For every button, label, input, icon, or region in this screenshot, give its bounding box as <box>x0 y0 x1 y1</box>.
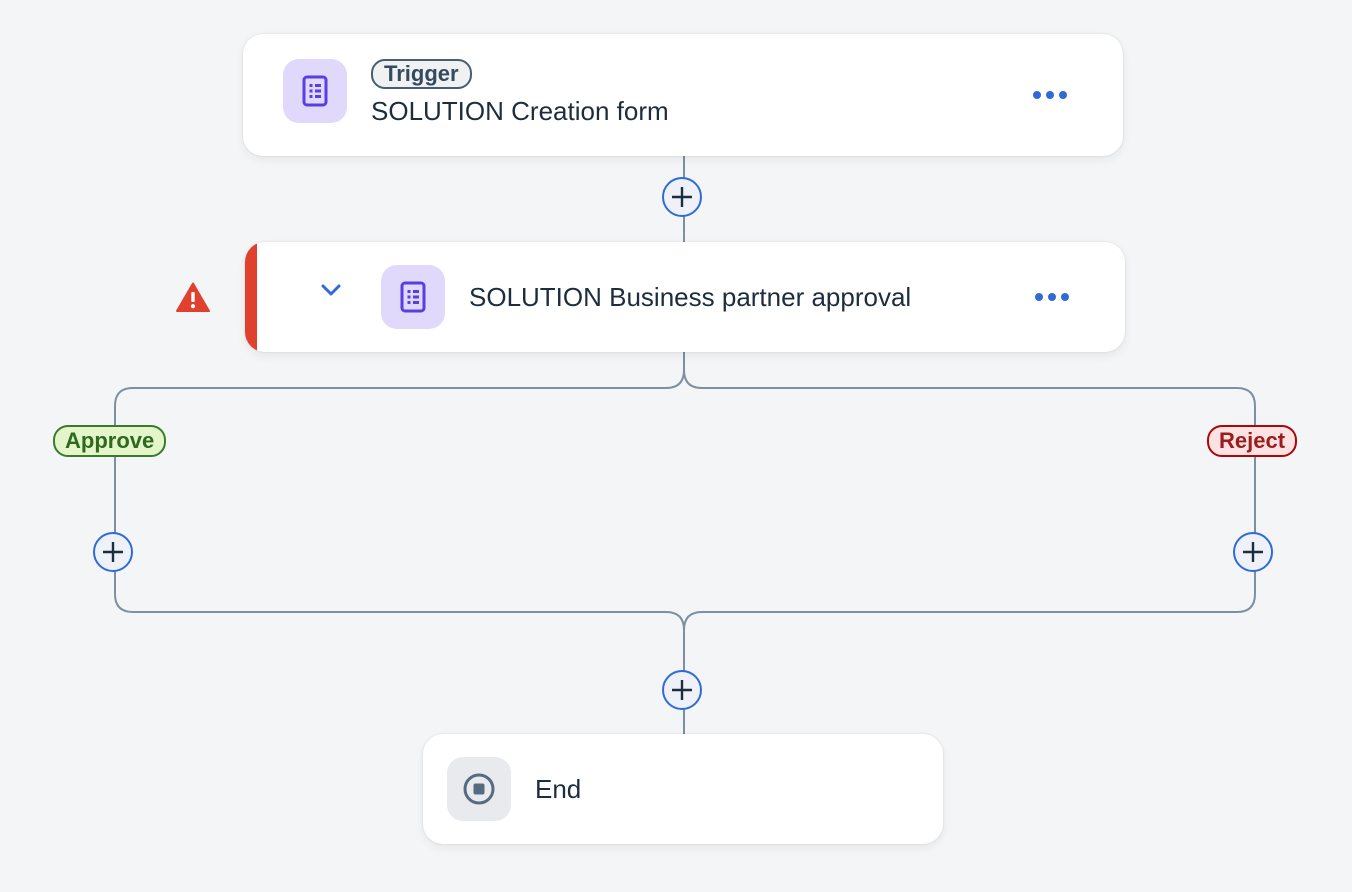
add-step-reject-button[interactable] <box>1233 532 1273 572</box>
more-options-icon[interactable] <box>1028 80 1072 110</box>
plus-icon <box>672 680 692 700</box>
chevron-down-icon[interactable] <box>319 282 343 303</box>
approval-node-title: SOLUTION Business partner approval <box>469 282 912 312</box>
trigger-node-card[interactable]: Trigger SOLUTION Creation form <box>243 34 1123 156</box>
add-step-button[interactable] <box>662 177 702 217</box>
add-step-button[interactable] <box>662 670 702 710</box>
reject-branch-label: Reject <box>1207 425 1298 457</box>
add-step-approve-button[interactable] <box>93 532 133 572</box>
warning-icon <box>176 282 210 317</box>
approval-node-card[interactable]: SOLUTION Business partner approval <box>245 242 1125 352</box>
more-options-icon[interactable] <box>1030 282 1074 312</box>
plus-icon <box>103 542 123 562</box>
trigger-node-title: SOLUTION Creation form <box>371 96 669 126</box>
plus-icon <box>1243 542 1263 562</box>
error-indicator-bar <box>245 242 257 352</box>
end-node-card[interactable]: End <box>423 734 943 844</box>
trigger-badge: Trigger <box>371 59 472 89</box>
approve-branch-label: Approve <box>53 425 167 457</box>
form-icon <box>283 59 347 123</box>
form-icon <box>381 265 445 329</box>
plus-icon <box>672 187 692 207</box>
end-node-title: End <box>535 774 582 804</box>
stop-icon <box>447 757 511 821</box>
